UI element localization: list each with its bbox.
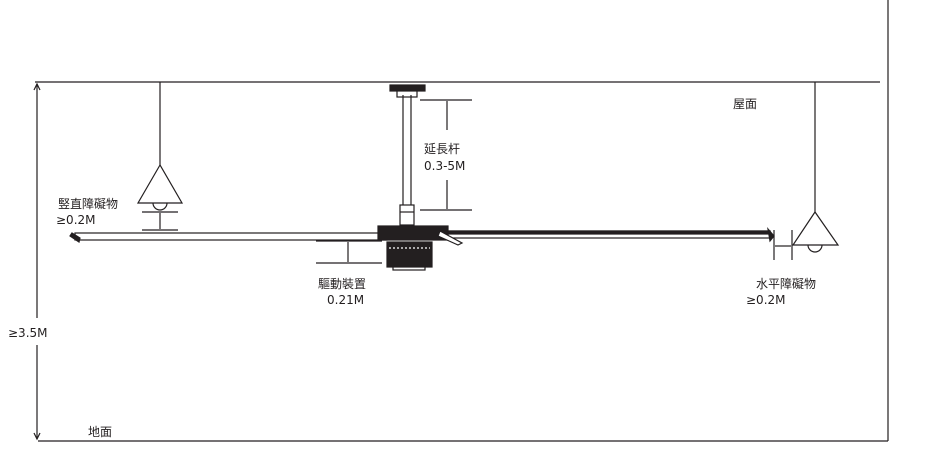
extension-rod-label: 延長杆 (424, 142, 460, 156)
fan-hub (377, 225, 464, 246)
drive-unit-label: 驅動裝置 (318, 277, 366, 291)
roof-label: 屋面 (733, 97, 757, 111)
drive-unit-value: 0.21M (327, 293, 364, 307)
vertical-obstacle-lamp (136, 82, 184, 231)
fan-blade-right (439, 226, 775, 243)
extension-rod-value: 0.3-5M (424, 159, 465, 173)
vertical-obstacle-label: 竪直障礙物 (58, 196, 118, 211)
height-dimension (33, 82, 41, 441)
horizontal-obstacle-label: 水平障礙物 (756, 276, 816, 291)
vertical-obstacle-value: ≥0.2M (56, 213, 96, 227)
drive-dimension (316, 240, 382, 264)
horizontal-obstacle-value: ≥0.2M (746, 293, 786, 307)
rod-dimension (420, 99, 472, 211)
extension-rod (389, 84, 426, 226)
ground-label: 地面 (88, 425, 112, 439)
height-label: ≥3.5M (8, 326, 48, 340)
horizontal-obstacle-lamp (773, 82, 840, 260)
drive-unit (386, 241, 433, 271)
